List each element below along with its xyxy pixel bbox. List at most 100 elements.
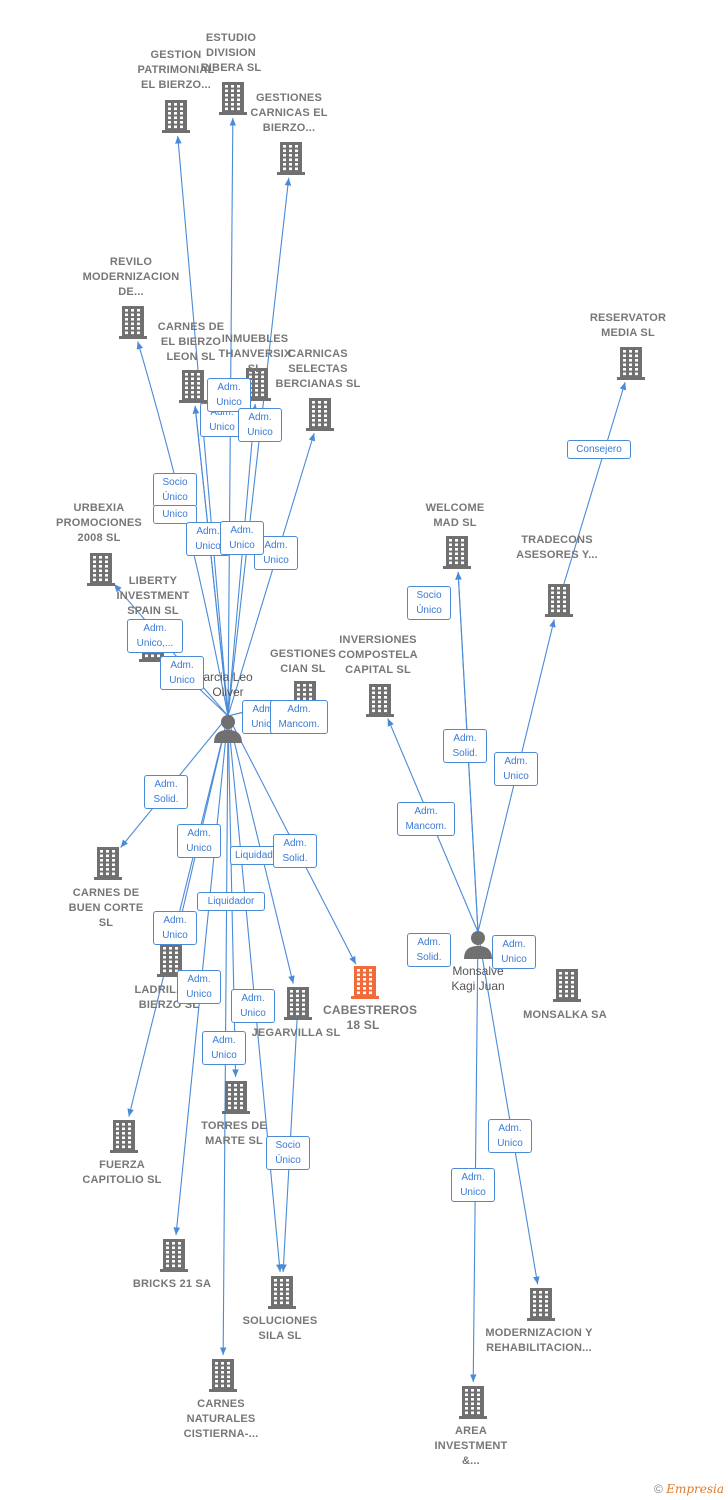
- company-node-revilo[interactable]: [118, 305, 148, 344]
- company-node-modernizacion-rehab[interactable]: [526, 1287, 556, 1326]
- relation-edge-r3: [227, 177, 292, 717]
- building-icon: [110, 1120, 138, 1153]
- company-node-ladrillos-bierzo[interactable]: [156, 943, 186, 982]
- company-node-gestiones-carnicas[interactable]: [276, 141, 306, 180]
- building-icon: [366, 684, 394, 717]
- company-label-bricks21[interactable]: BRICKS 21 SA: [132, 1278, 212, 1290]
- company-node-reservator[interactable]: [616, 346, 646, 385]
- company-label-torres-marte[interactable]: TORRES DE MARTE SL: [201, 1120, 267, 1147]
- company-label-gestiones-cian[interactable]: GESTIONES CIAN SL: [270, 648, 336, 675]
- building-icon: [545, 584, 573, 617]
- company-label-area-investment[interactable]: AREA INVESTMENT &...: [434, 1425, 508, 1467]
- relation-label-r20[interactable]: Adm. Unico: [231, 989, 275, 1023]
- person-icon: [464, 931, 492, 959]
- building-icon: [119, 306, 147, 339]
- building-icon: [268, 1276, 296, 1309]
- person-name-line1: Monsalve: [452, 964, 504, 978]
- relation-label-r14[interactable]: Adm. Unico: [177, 824, 221, 858]
- company-node-monsalka[interactable]: [552, 968, 582, 1007]
- building-icon: [277, 142, 305, 175]
- relation-label-r13[interactable]: Adm. Solid.: [144, 775, 188, 809]
- company-node-jegarvilla[interactable]: [283, 986, 313, 1025]
- relation-edge-r30: [477, 931, 540, 1285]
- company-node-gestion-patrimonial[interactable]: [161, 99, 191, 138]
- relation-label-r4[interactable]: Socio Único: [153, 473, 197, 507]
- company-node-urbexia[interactable]: [86, 552, 116, 591]
- company-node-soluciones-sila[interactable]: [267, 1275, 297, 1314]
- building-icon: [617, 347, 645, 380]
- relation-label-r19[interactable]: Adm. Unico: [177, 970, 221, 1004]
- company-label-carnes-naturales[interactable]: CARNES NATURALES CISTIERNA-...: [183, 1398, 259, 1440]
- relation-label-r3[interactable]: Adm. Unico: [238, 408, 282, 442]
- relation-label-r24[interactable]: Socio Único: [407, 586, 451, 620]
- relation-label-r25[interactable]: Adm. Solid.: [443, 729, 487, 763]
- person-node-garcia[interactable]: [213, 713, 243, 748]
- relation-label-r9[interactable]: Adm. Unico,...: [127, 619, 183, 653]
- relation-label-r26[interactable]: Adm. Unico: [494, 752, 538, 786]
- company-label-gestion-patrimonial[interactable]: GESTION PATRIMONIAL EL BIERZO...: [137, 49, 215, 91]
- company-label-urbexia[interactable]: URBEXIA PROMOCIONES 2008 SL: [56, 502, 142, 544]
- relation-label-r23[interactable]: Consejero: [567, 440, 631, 459]
- company-node-torres-marte[interactable]: [221, 1080, 251, 1119]
- company-label-reservator[interactable]: RESERVATOR MEDIA SL: [589, 312, 667, 339]
- building-icon: [553, 969, 581, 1002]
- person-node-monsalve[interactable]: [463, 929, 493, 964]
- company-node-carnicas-selectas[interactable]: [305, 397, 335, 436]
- relation-edge-r31: [469, 931, 479, 1383]
- relation-label-r2[interactable]: Adm. Unico: [207, 378, 251, 412]
- company-node-carnes-bierzo-leon[interactable]: [178, 369, 208, 408]
- relation-label-r12[interactable]: Adm. Mancom.: [270, 700, 328, 734]
- relation-label-r29[interactable]: Adm. Unico: [492, 935, 536, 969]
- company-node-cabestreros[interactable]: [350, 965, 380, 1004]
- company-node-carnes-naturales[interactable]: [208, 1358, 238, 1397]
- relation-label-r30[interactable]: Adm. Unico: [488, 1119, 532, 1153]
- relation-edge-r8: [192, 405, 229, 717]
- relation-label-r28[interactable]: Adm. Solid.: [407, 933, 451, 967]
- company-label-carnes-buen-corte[interactable]: CARNES DE BUEN CORTE SL: [68, 887, 144, 929]
- company-label-soluciones-sila[interactable]: SOLUCIONES SILA SL: [242, 1315, 318, 1342]
- company-node-carnes-buen-corte[interactable]: [93, 846, 123, 885]
- company-label-welcome-mad[interactable]: WELCOME MAD SL: [425, 502, 485, 529]
- relation-label-r27[interactable]: Adm. Mancom.: [397, 802, 455, 836]
- company-node-bricks21[interactable]: [159, 1238, 189, 1277]
- person-name-line2: Oliver: [212, 685, 244, 699]
- relation-label-r18[interactable]: Adm. Unico: [153, 911, 197, 945]
- relation-label-r8[interactable]: Adm. Unico: [220, 521, 264, 555]
- company-label-liberty[interactable]: LIBERTY INVESTMENT SPAIN SL: [116, 575, 190, 617]
- building-icon: [209, 1359, 237, 1392]
- company-label-monsalka[interactable]: MONSALKA SA: [523, 1009, 607, 1021]
- company-label-carnicas-selectas[interactable]: CARNICAS SELECTAS BERCIANAS SL: [275, 348, 361, 390]
- company-label-inmuebles-thanversix[interactable]: INMUEBLES THANVERSIX SL: [218, 333, 292, 375]
- relation-label-r31[interactable]: Adm. Unico: [451, 1168, 495, 1202]
- company-label-fuerza-capitolio[interactable]: FUERZA CAPITOLIO SL: [82, 1159, 162, 1186]
- company-node-area-investment[interactable]: [458, 1385, 488, 1424]
- company-label-estudio-division[interactable]: ESTUDIO DIVISION RIBERA SL: [200, 32, 262, 74]
- company-label-modernizacion-rehab[interactable]: MODERNIZACION Y REHABILITACION...: [485, 1327, 593, 1354]
- company-node-inversiones-compostela[interactable]: [365, 683, 395, 722]
- company-node-fuerza-capitolio[interactable]: [109, 1119, 139, 1158]
- relation-label-r16[interactable]: Adm. Solid.: [273, 834, 317, 868]
- building-icon: [284, 987, 312, 1020]
- building-icon: [306, 398, 334, 431]
- company-node-estudio-division[interactable]: [218, 81, 248, 120]
- company-label-gestiones-carnicas[interactable]: GESTIONES CARNICAS EL BIERZO...: [250, 92, 328, 134]
- company-label-tradecons[interactable]: TRADECONS ASESORES Y...: [516, 534, 598, 561]
- company-label-jegarvilla[interactable]: JEGARVILLA SL: [251, 1027, 341, 1039]
- relation-label-r21[interactable]: Adm. Unico: [202, 1031, 246, 1065]
- relation-label-r22[interactable]: Socio Único: [266, 1136, 310, 1170]
- company-label-carnes-bierzo-leon[interactable]: CARNES DE EL BIERZO LEON SL: [157, 321, 225, 363]
- relation-label-r5[interactable]: Unico: [153, 505, 197, 524]
- company-label-revilo[interactable]: REVILO MODERNIZACION DE...: [82, 256, 180, 298]
- relation-label-r17[interactable]: Liquidador: [197, 892, 265, 911]
- company-label-cabestreros[interactable]: CABESTREROS 18 SL: [323, 1003, 418, 1032]
- footer-brand[interactable]: © Empresia: [654, 1482, 724, 1496]
- person-name-line2: Kagi Juan: [451, 979, 505, 993]
- company-label-inversiones-compostela[interactable]: INVERSIONES COMPOSTELA CAPITAL SL: [338, 634, 418, 676]
- relation-label-r10[interactable]: Adm. Unico: [160, 656, 204, 690]
- person-icon: [214, 715, 242, 743]
- company-node-welcome-mad[interactable]: [442, 535, 472, 574]
- company-node-tradecons[interactable]: [544, 583, 574, 622]
